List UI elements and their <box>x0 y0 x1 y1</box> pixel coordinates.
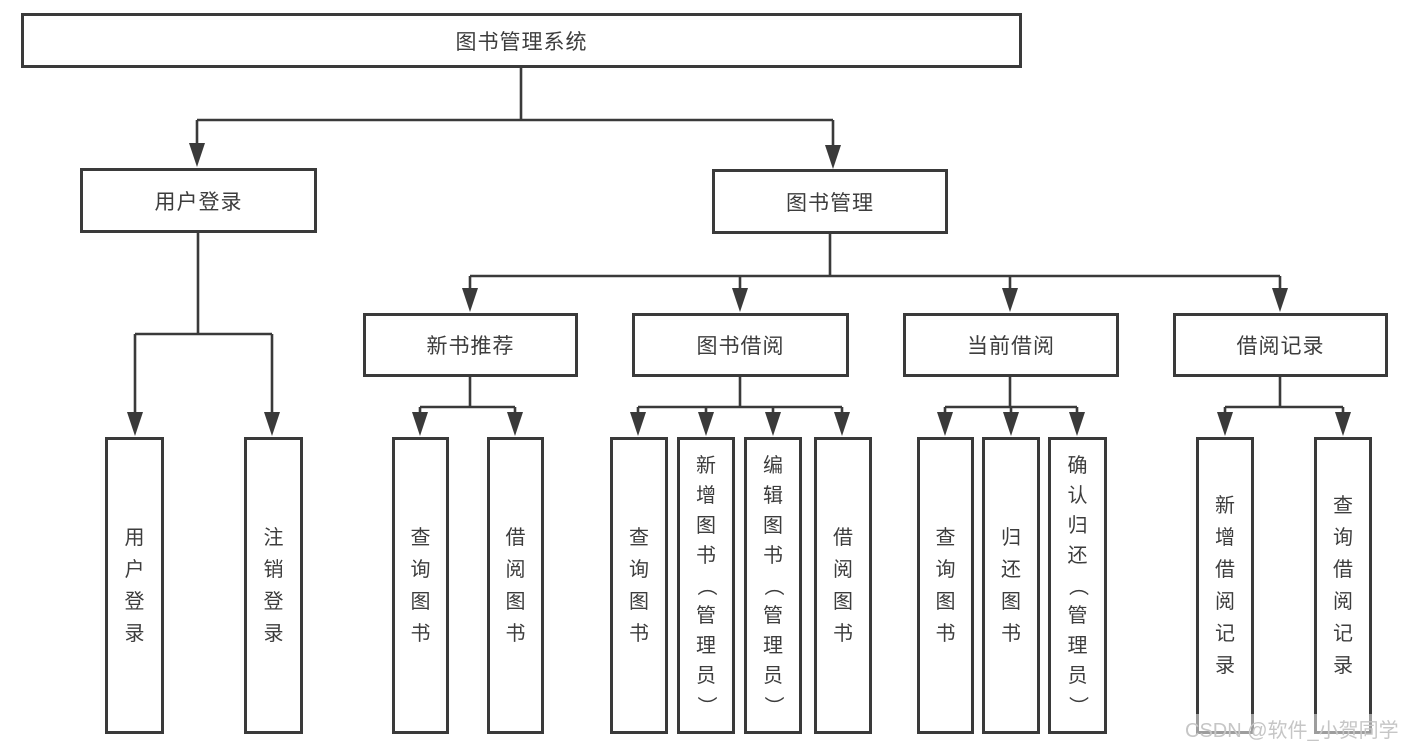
node-root: 图书管理系统 <box>21 13 1022 68</box>
leaf-logout-label: 注销登录 <box>263 526 284 645</box>
node-book-borrow: 图书借阅 <box>632 313 849 377</box>
leaf-current-search-book: 查询图书 <box>917 437 974 734</box>
csdn-watermark: CSDN @软件_小贺同学 <box>1183 714 1401 743</box>
node-current-borrow: 当前借阅 <box>903 313 1119 377</box>
node-book-management: 图书管理 <box>712 169 948 234</box>
leaf-current-search-book-label: 查询图书 <box>935 526 956 645</box>
leaf-recommend-search-book-label: 查询图书 <box>410 526 431 645</box>
leaf-records-add-record: 新增借阅记录 <box>1196 437 1254 734</box>
leaf-current-return-book: 归还图书 <box>982 437 1040 734</box>
leaf-recommend-borrow-book-label: 借阅图书 <box>505 526 526 645</box>
leaf-current-confirm-return-admin: 确认归还（管理员） <box>1048 437 1107 734</box>
leaf-borrow-edit-book-admin: 编辑图书（管理员） <box>744 437 802 734</box>
leaf-recommend-borrow-book: 借阅图书 <box>487 437 544 734</box>
leaf-records-add-record-label: 新增借阅记录 <box>1215 494 1235 677</box>
leaf-user-login: 用户登录 <box>105 437 164 734</box>
leaf-borrow-edit-book-admin-label: 编辑图书（管理员） <box>762 454 784 716</box>
leaf-current-confirm-return-admin-label: 确认归还（管理员） <box>1066 454 1089 716</box>
leaf-borrow-search-book: 查询图书 <box>610 437 668 734</box>
node-new-book-recommend: 新书推荐 <box>363 313 578 377</box>
leaf-user-login-label: 用户登录 <box>124 526 145 645</box>
node-user-login: 用户登录 <box>80 168 317 233</box>
leaf-records-search-record-label: 查询借阅记录 <box>1333 494 1353 677</box>
leaf-borrow-add-book-admin: 新增图书（管理员） <box>677 437 735 734</box>
leaf-borrow-borrow-book: 借阅图书 <box>814 437 872 734</box>
leaf-borrow-add-book-admin-label: 新增图书（管理员） <box>695 454 717 716</box>
leaf-logout: 注销登录 <box>244 437 303 734</box>
leaf-current-return-book-label: 归还图书 <box>1001 526 1021 645</box>
leaf-borrow-borrow-book-label: 借阅图书 <box>833 526 853 645</box>
leaf-records-search-record: 查询借阅记录 <box>1314 437 1372 734</box>
leaf-recommend-search-book: 查询图书 <box>392 437 449 734</box>
node-borrow-records: 借阅记录 <box>1173 313 1388 377</box>
leaf-borrow-search-book-label: 查询图书 <box>629 526 649 645</box>
